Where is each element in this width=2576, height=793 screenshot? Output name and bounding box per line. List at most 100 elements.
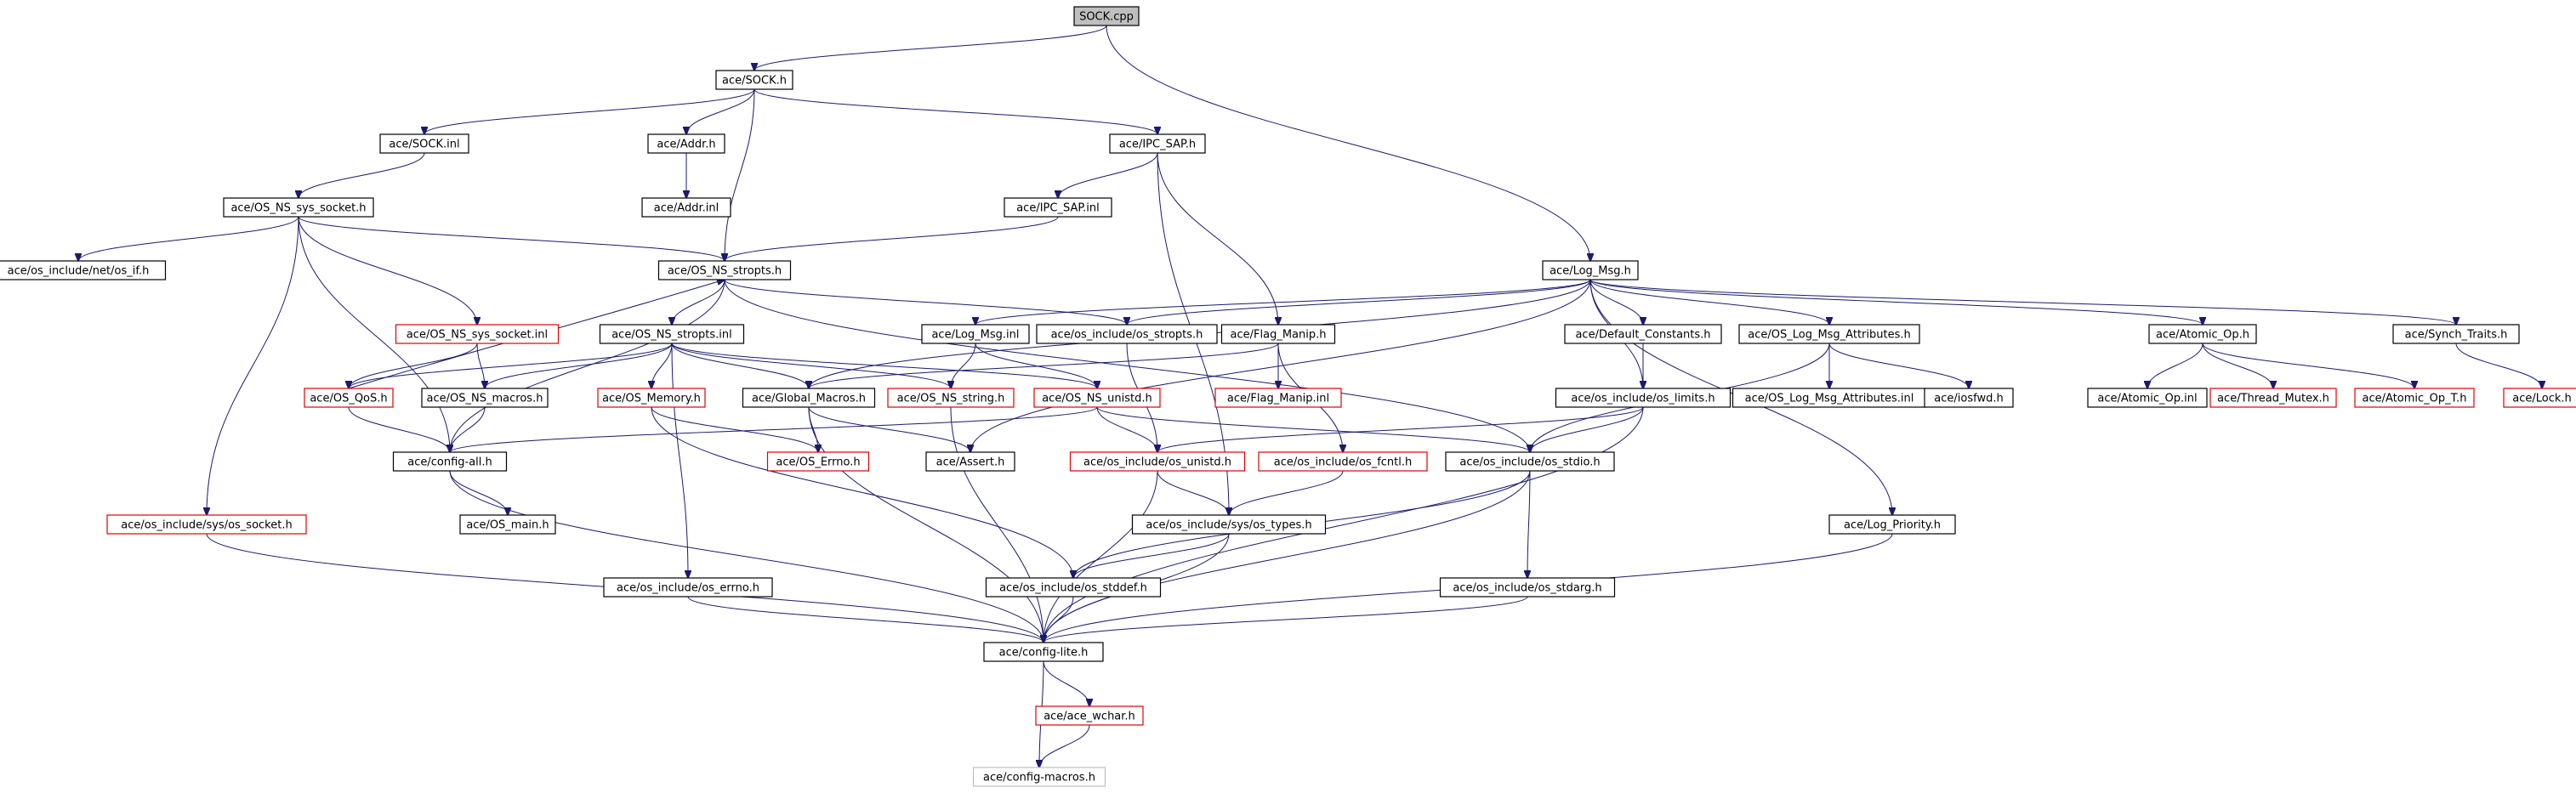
node-box (1036, 324, 1218, 344)
node-atomic-op-t-h[interactable]: ace/Atomic_Op_T.h (2354, 388, 2475, 408)
node-os-limits-h[interactable]: ace/os_include/os_limits.h (1555, 388, 1732, 408)
edge-os-unistd-h-to-os-types-h (1157, 470, 1229, 515)
node-os-log-msg-attributes-h[interactable]: ace/OS_Log_Msg_Attributes.h (1738, 324, 1920, 344)
node-log-priority-h[interactable]: ace/Log_Priority.h (1828, 514, 1956, 535)
node-box (304, 388, 394, 408)
node-log-msg-h[interactable]: ace/Log_Msg.h (1542, 260, 1639, 280)
node-label: ace/os_include/net/os_if.h (8, 265, 150, 278)
node-label: ace/iosfwd.h (1934, 393, 2003, 405)
edge-os-log-msg-attributes-h-to-iosfwd-h (1828, 343, 1969, 388)
edge-os-ns-stropts-h-to-os-ns-stropts-inl (672, 279, 725, 325)
node-label: ace/Synch_Traits.h (2405, 329, 2508, 342)
node-os-ns-stropts-inl[interactable]: ace/OS_NS_stropts.inl (599, 324, 745, 344)
node-box (1439, 577, 1616, 598)
node-box (2148, 324, 2257, 344)
node-os-log-msg-attributes-inl[interactable]: ace/OS_Log_Msg_Attributes.inl (1732, 388, 1927, 408)
edge-os-ns-stropts-inl-to-os-qos-h (349, 343, 673, 388)
node-os-if-h[interactable]: ace/os_include/net/os_if.h (0, 260, 167, 280)
node-assert-h[interactable]: ace/Assert.h (925, 451, 1015, 472)
edge-os-fcntl-h-to-os-types-h (1229, 470, 1344, 515)
node-os-stdio-h[interactable]: ace/os_include/os_stdio.h (1445, 451, 1615, 472)
nodes-layer: SOCK.cpp ace/SOCK.h ace/SOCK.inl ace/Addr.h… (0, 6, 2576, 787)
node-log-msg-inl[interactable]: ace/Log_Msg.inl (921, 324, 1030, 344)
node-config-all-h[interactable]: ace/config-all.h (392, 451, 508, 472)
node-flag-manip-inl[interactable]: ace/Flag_Manip.inl (1214, 388, 1342, 408)
node-iosfwd-h[interactable]: ace/iosfwd.h (1924, 388, 2014, 408)
node-label: ace/OS_NS_sys_socket.h (230, 202, 366, 215)
node-box (641, 197, 731, 218)
node-box (742, 388, 876, 408)
node-label: ace/os_include/os_limits.h (1571, 393, 1714, 405)
node-label: ace/os_include/os_unistd.h (1083, 456, 1231, 469)
node-os-ns-stropts-h[interactable]: ace/OS_NS_stropts.h (657, 260, 792, 280)
node-os-errno-h[interactable]: ace/os_include/os_errno.h (603, 577, 773, 598)
edge-log-msg-h-to-log-msg-inl (975, 279, 1591, 325)
edge-os-types-h-to-os-stddef-h (1073, 533, 1230, 578)
node-os-ns-sys-socket-h[interactable]: ace/OS_NS_sys_socket.h (223, 197, 374, 218)
node-label: ace/OS_Errno.h (776, 456, 860, 469)
node-label: ace/OS_NS_unistd.h (1042, 393, 1152, 405)
node-label: ace/Global_Macros.h (752, 393, 866, 405)
node-os-ns-sys-socket-inl[interactable]: ace/OS_NS_sys_socket.inl (395, 324, 560, 344)
node-os-errno-h[interactable]: ace/OS_Errno.h (766, 451, 870, 472)
node-box (1445, 451, 1615, 472)
node-label: ace/OS_NS_stropts.h (668, 265, 782, 278)
node-label: ace/SOCK.h (722, 75, 787, 88)
node-label: ace/config-macros.h (983, 772, 1095, 785)
node-global-macros-h[interactable]: ace/Global_Macros.h (742, 388, 876, 408)
node-os-ns-unistd-h[interactable]: ace/OS_NS_unistd.h (1033, 388, 1161, 408)
node-box (1073, 6, 1140, 26)
edge-sock-h-to-addr-h (686, 88, 755, 134)
node-os-stddef-h[interactable]: ace/os_include/os_stddef.h (985, 577, 1162, 598)
node-label: ace/Flag_Manip.inl (1227, 393, 1329, 405)
node-atomic-op-inl[interactable]: ace/Atomic_Op.inl (2087, 388, 2208, 408)
edge-os-stdarg-h-to-config-lite-h (1043, 596, 1528, 643)
node-box (985, 577, 1162, 598)
edge-atomic-op-h-to-atomic-op-inl (2147, 343, 2204, 388)
node-os-ns-string-h[interactable]: ace/OS_NS_string.h (887, 388, 1015, 408)
node-os-types-h[interactable]: ace/os_include/sys/os_types.h (1131, 514, 1327, 535)
node-config-lite-h[interactable]: ace/config-lite.h (983, 642, 1104, 662)
node-thread-mutex-h[interactable]: ace/Thread_Mutex.h (2209, 388, 2337, 408)
edge-os-ns-stropts-h-to-os-stdio-h (724, 279, 1530, 452)
node-os-unistd-h[interactable]: ace/os_include/os_unistd.h (1069, 451, 1246, 472)
node-box (1542, 260, 1639, 280)
node-flag-manip-h[interactable]: ace/Flag_Manip.h (1220, 324, 1336, 344)
node-box (1033, 388, 1161, 408)
node-sock-h[interactable]: ace/SOCK.h (715, 70, 793, 90)
node-label: SOCK.cpp (1079, 11, 1134, 24)
edge-os-limits-h-to-os-stdio-h (1530, 406, 1644, 452)
node-os-stdarg-h[interactable]: ace/os_include/os_stdarg.h (1439, 577, 1616, 598)
edge-log-msg-h-to-os-stropts-h (1127, 279, 1591, 325)
node-ipc-sap-inl[interactable]: ace/IPC_SAP.inl (1004, 197, 1112, 218)
node-box (1555, 388, 1732, 408)
node-os-main-h[interactable]: ace/OS_main.h (459, 514, 556, 535)
edge-os-limits-h-to-os-unistd-h (1157, 406, 1644, 452)
node-os-qos-h[interactable]: ace/OS_QoS.h (304, 388, 394, 408)
node-os-stropts-h[interactable]: ace/os_include/os_stropts.h (1036, 324, 1218, 344)
node-default-constants-h[interactable]: ace/Default_Constants.h (1564, 324, 1722, 344)
node-ipc-sap-h[interactable]: ace/IPC_SAP.h (1109, 133, 1206, 154)
node-os-memory-h[interactable]: ace/OS_Memory.h (597, 388, 706, 408)
node-synch-traits-h[interactable]: ace/Synch_Traits.h (2392, 324, 2520, 344)
node-atomic-op-h[interactable]: ace/Atomic_Op.h (2148, 324, 2257, 344)
node-label: ace/Flag_Manip.h (1231, 329, 1327, 342)
node-label: ace/OS_NS_macros.h (427, 393, 543, 405)
node-ace-wchar-h[interactable]: ace/ace_wchar.h (1035, 705, 1144, 726)
node-label: ace/OS_NS_stropts.inl (611, 329, 732, 342)
node-os-ns-macros-h[interactable]: ace/OS_NS_macros.h (421, 388, 549, 408)
edge-os-ns-unistd-h-to-os-unistd-h (1096, 406, 1157, 452)
node-os-fcntl-h[interactable]: ace/os_include/os_fcntl.h (1258, 451, 1428, 472)
edge-os-ns-unistd-h-to-os-stdio-h (1096, 406, 1530, 452)
node-box (887, 388, 1015, 408)
edge-log-msg-h-to-default-constants-h (1589, 279, 1643, 325)
node-addr-h[interactable]: ace/Addr.h (647, 133, 725, 154)
node-sock-cpp[interactable]: SOCK.cpp (1073, 6, 1140, 26)
node-lock-h[interactable]: ace/Lock.h (2503, 388, 2576, 408)
node-addr-inl[interactable]: ace/Addr.inl (641, 197, 731, 218)
node-config-macros-h[interactable]: ace/config-macros.h (972, 767, 1106, 787)
edge-os-ns-stropts-inl-to-os-ns-macros-h (485, 343, 673, 388)
node-sock-inl[interactable]: ace/SOCK.inl (379, 133, 469, 154)
node-os-socket-h[interactable]: ace/os_include/sys/os_socket.h (106, 514, 307, 535)
edge-log-msg-h-to-os-log-msg-attributes-h (1589, 279, 1829, 325)
